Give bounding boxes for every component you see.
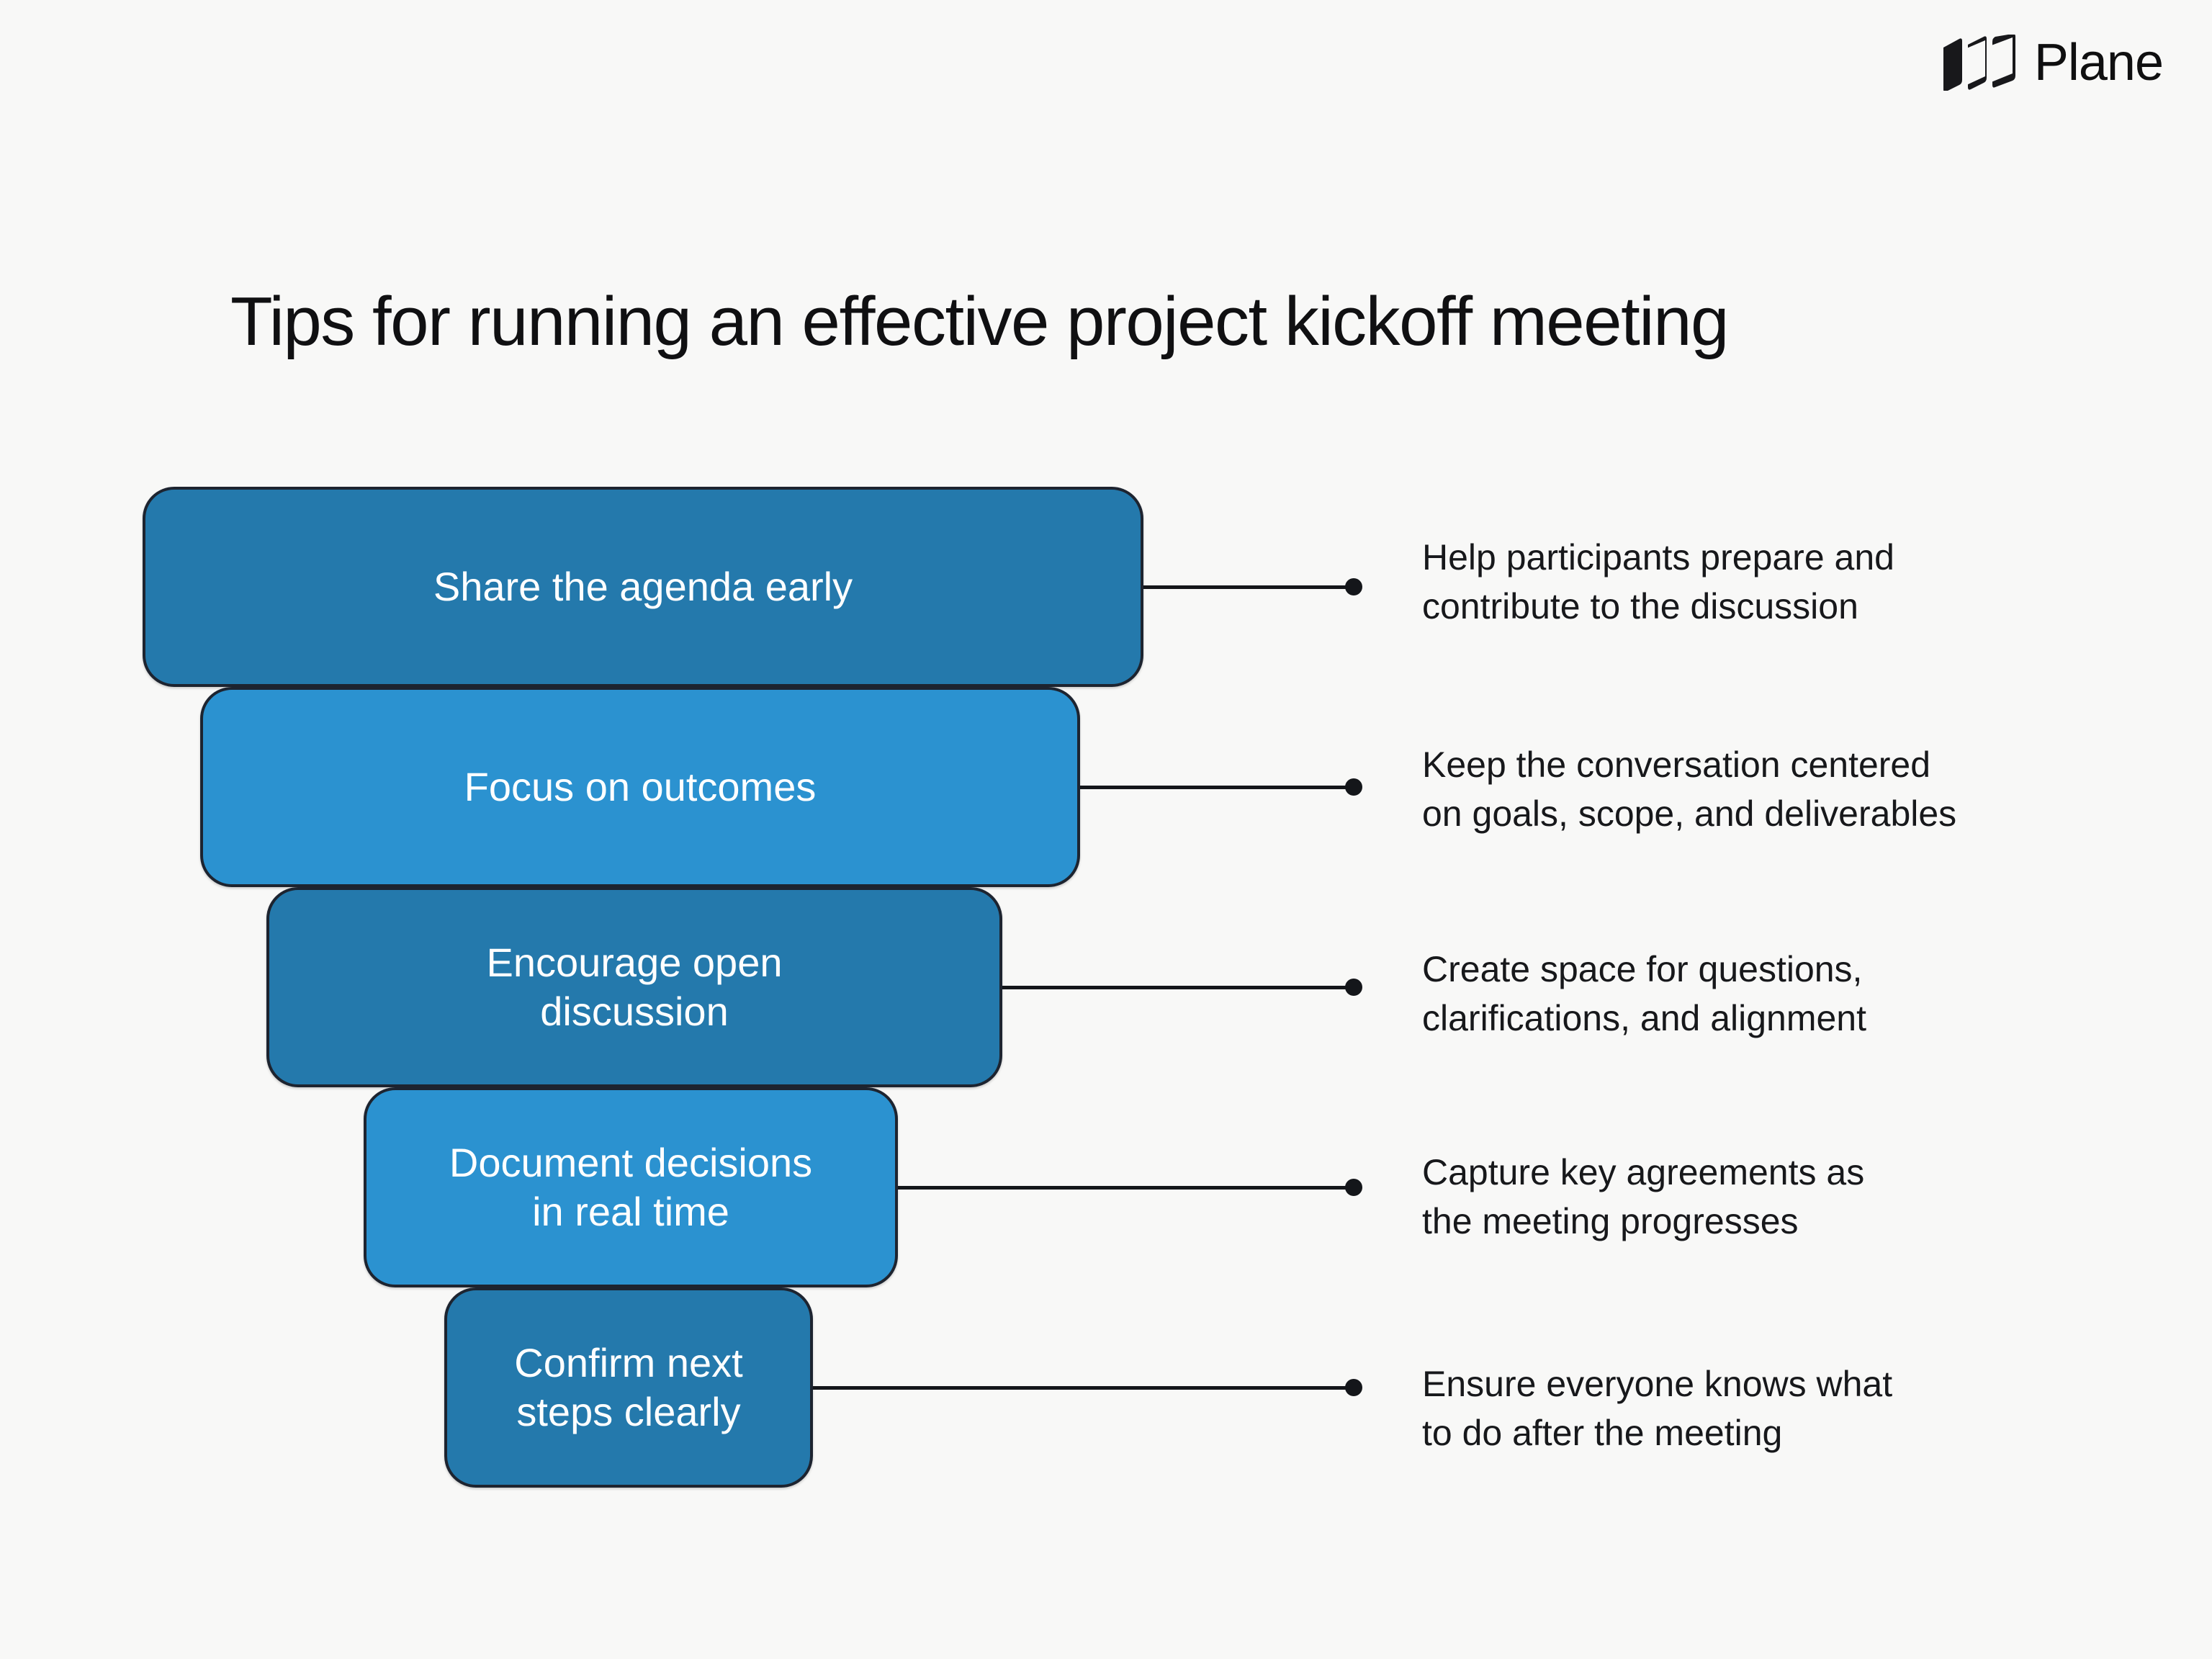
step-description-2: Keep the conversation centered on goals,… [1422, 745, 1957, 834]
funnel-step-1[interactable]: Share the agenda early [143, 487, 1143, 687]
funnel-step-2[interactable]: Focus on outcomes [200, 687, 1080, 887]
plane-logo-icon [1943, 35, 2015, 91]
funnel-step-label: Share the agenda early [433, 563, 853, 609]
funnel-step-3[interactable]: Encourage open discussion [266, 887, 1002, 1087]
page-title: Tips for running an effective project ki… [230, 283, 1729, 361]
funnel-step-label: Focus on outcomes [464, 763, 817, 809]
connector-line-3 [1002, 986, 1354, 989]
step-description-5: Ensure everyone knows what to do after t… [1422, 1364, 1893, 1453]
funnel-step-5[interactable]: Confirm next steps clearly [444, 1287, 813, 1488]
funnel-chart: Share the agenda early Focus on outcomes… [0, 487, 1368, 1509]
connector-dot-3 [1345, 979, 1362, 996]
step-description-4: Capture key agreements as the meeting pr… [1422, 1152, 1865, 1241]
step-description-3: Create space for questions, clarificatio… [1422, 949, 1866, 1038]
funnel-step-label: Encourage open discussion [486, 939, 783, 1034]
connector-line-5 [813, 1386, 1354, 1390]
funnel-step-label: Confirm next steps clearly [514, 1339, 743, 1434]
connector-dot-1 [1345, 578, 1362, 595]
funnel-step-label: Document decisions in real time [449, 1139, 813, 1234]
brand-logo: Plane [1941, 34, 2164, 91]
connector-dot-2 [1345, 778, 1362, 796]
brand-name: Plane [2033, 34, 2164, 91]
connector-line-2 [1080, 786, 1354, 789]
connector-dot-4 [1345, 1179, 1362, 1196]
funnel-step-4[interactable]: Document decisions in real time [364, 1087, 898, 1287]
step-description-1: Help participants prepare and contribute… [1422, 537, 1894, 626]
connector-dot-5 [1345, 1379, 1362, 1396]
connector-line-4 [898, 1186, 1354, 1190]
connector-line-1 [1143, 585, 1354, 589]
